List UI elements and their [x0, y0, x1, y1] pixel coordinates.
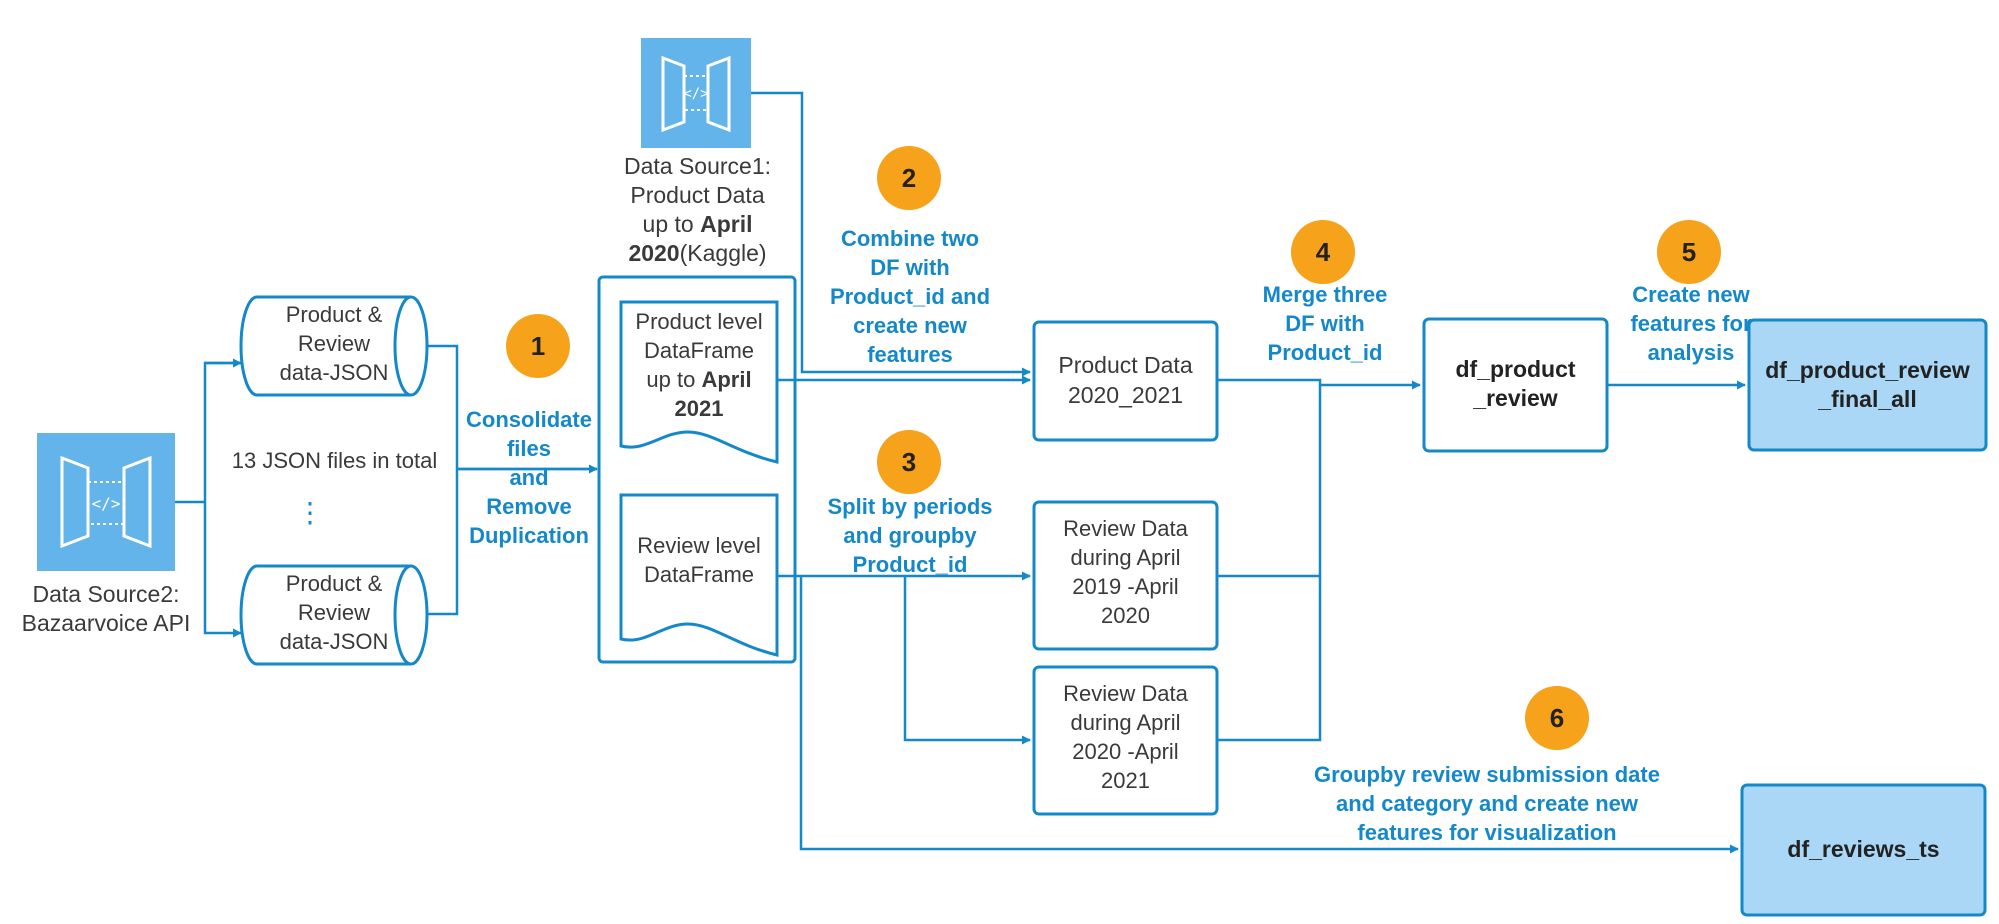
step-3-label: Split by periods and groupby Product_id — [827, 494, 993, 577]
json-file-top-shape — [239, 295, 429, 397]
step-5-badge: 5 — [1657, 220, 1721, 284]
json-file-bottom-label: Product & Review data-JSON — [279, 571, 389, 654]
svg-text:</>: </> — [683, 86, 708, 102]
product-data-label: Product Data 2020_2021 — [1058, 352, 1193, 408]
connector-source1-product — [751, 91, 1031, 377]
step-5-label: Create new features for analysis — [1630, 282, 1752, 365]
json-count-label: 13 JSON files in total — [231, 448, 438, 473]
data-source1-label: Data Source1: Product Data up to April 2… — [623, 153, 772, 266]
json-file-top-label: Product & Review data-JSON — [279, 302, 389, 385]
step-6-badge: 6 — [1525, 686, 1589, 750]
product-dataframe-label: Product level DataFrame up to April 2021 — [635, 309, 763, 421]
review-data-2019-label: Review Data during April 2019 -April 202… — [1063, 516, 1188, 628]
reviews-ts-label: df_reviews_ts — [1787, 836, 1940, 862]
step-3-badge: 3 — [877, 430, 941, 494]
review-data-2020-label: Review Data during April 2020 -April 202… — [1063, 681, 1188, 793]
step-4-badge: 4 — [1291, 220, 1355, 284]
final-all-box — [1747, 318, 1988, 452]
connectors — [175, 91, 1746, 854]
step-6-label: Groupby review submission date and categ… — [1314, 762, 1660, 845]
connector-review-2020 — [903, 576, 1031, 745]
data-source2-icon: </> — [37, 433, 175, 571]
connector-merge — [1217, 380, 1420, 742]
connector-review-ts — [799, 576, 1739, 854]
svg-text:</>: </> — [92, 494, 121, 513]
review-dataframe-shape — [619, 493, 779, 657]
review-dataframe-label: Review level DataFrame — [637, 533, 761, 587]
reviews-ts-box — [1740, 783, 1987, 917]
json-file-bottom-shape — [239, 564, 429, 666]
step-4-label: Merge three DF with Product_id — [1262, 282, 1388, 365]
step-1-label: Consolidate files and Remove Duplication — [466, 407, 592, 548]
step-2-badge: 2 — [877, 146, 941, 210]
step-1-badge: 1 — [506, 314, 570, 378]
product-dataframe-shape — [619, 300, 779, 464]
final-all-label: df_product_review _final_all — [1765, 357, 1970, 412]
data-source2-label: Data Source2: Bazaarvoice API — [21, 581, 191, 636]
data-source1-icon: </> — [641, 38, 751, 148]
df-product-review-label: df_product _review — [1455, 356, 1576, 411]
json-ellipsis: ⋮ — [296, 497, 324, 528]
step-2-label: Combine two DF with Product_id and creat… — [829, 226, 991, 367]
